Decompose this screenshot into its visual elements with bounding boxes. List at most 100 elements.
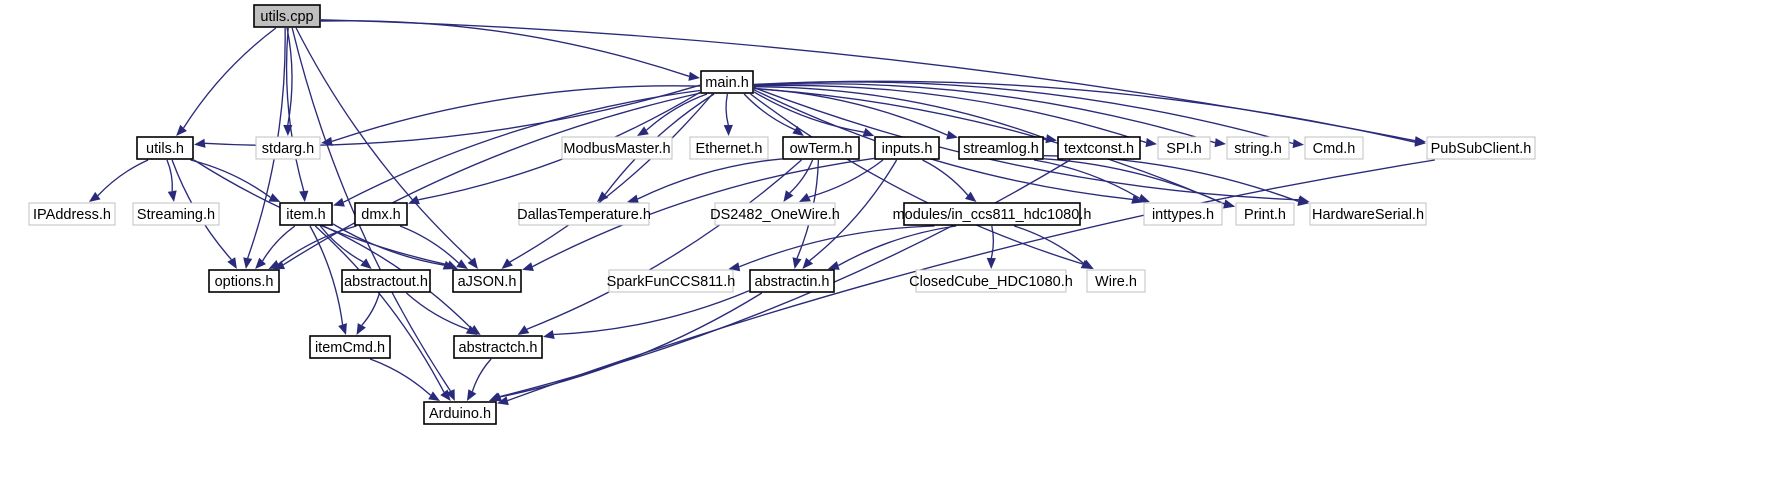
edge-arrowhead <box>88 191 101 202</box>
graph-node-abstractin-h[interactable]: abstractin.h <box>749 269 835 293</box>
edge-arrowhead <box>360 258 372 269</box>
graph-node-abstractout-h[interactable]: abstractout.h <box>341 269 431 293</box>
node-box[interactable] <box>1226 136 1290 160</box>
node-box[interactable] <box>700 70 754 94</box>
graph-node-arduino-h[interactable]: Arduino.h <box>423 401 497 425</box>
graph-node-ajson-h[interactable]: aJSON.h <box>452 269 522 293</box>
node-box[interactable] <box>453 335 543 359</box>
node-box[interactable] <box>561 136 673 160</box>
edge-arrowhead <box>1081 259 1094 269</box>
graph-node-itemcmd-h[interactable]: itemCmd.h <box>309 335 391 359</box>
graph-node-cmd-h[interactable]: Cmd.h <box>1304 136 1364 160</box>
node-box[interactable] <box>782 136 860 160</box>
edge-arrowhead <box>543 330 555 339</box>
dependency-edge <box>309 225 344 325</box>
dependency-edge <box>808 159 884 198</box>
graph-node-sparkfun-h[interactable]: SparkFunCCS811.h <box>607 269 736 293</box>
graph-node-closedcube-h[interactable]: ClosedCube_HDC1080.h <box>909 269 1073 293</box>
edge-arrowhead <box>946 130 958 140</box>
edge-arrowhead <box>299 190 309 202</box>
edge-arrowhead <box>723 124 733 136</box>
node-box[interactable] <box>1057 136 1141 160</box>
graph-node-hwserial-h[interactable]: HardwareSerial.h <box>1309 202 1427 226</box>
edge-arrowhead <box>986 257 996 269</box>
graph-node-pubsub-h[interactable]: PubSubClient.h <box>1426 136 1536 160</box>
node-box[interactable] <box>903 202 1081 226</box>
node-box[interactable] <box>452 269 522 293</box>
edge-arrowhead <box>194 138 206 148</box>
node-box[interactable] <box>1426 136 1536 160</box>
node-box[interactable] <box>423 401 497 425</box>
dependency-edge <box>789 159 814 194</box>
node-box[interactable] <box>915 269 1067 293</box>
edge-arrowhead <box>268 260 281 269</box>
dependency-edge <box>277 225 357 265</box>
graph-node-ds2482-h[interactable]: DS2482_OneWire.h <box>710 202 840 226</box>
node-box[interactable] <box>1304 136 1364 160</box>
node-box[interactable] <box>1235 202 1295 226</box>
graph-node-ethernet-h[interactable]: Ethernet.h <box>689 136 769 160</box>
dependency-edge <box>753 84 1147 144</box>
graph-node-streaming-h[interactable]: Streaming.h <box>132 202 220 226</box>
graph-node-inputs-h[interactable]: inputs.h <box>874 136 940 160</box>
graph-node-dallas-h[interactable]: DallasTemperature.h <box>517 202 651 226</box>
graph-node-utils-cpp[interactable]: utils.cpp <box>253 4 321 28</box>
dependency-edge <box>753 87 1225 205</box>
node-box[interactable] <box>309 335 391 359</box>
graph-node-streamlog-h[interactable]: streamlog.h <box>958 136 1044 160</box>
graph-node-inttypes-h[interactable]: inttypes.h <box>1143 202 1223 226</box>
node-box[interactable] <box>208 269 280 293</box>
node-box[interactable] <box>136 136 194 160</box>
edge-arrowhead <box>497 396 509 406</box>
node-box[interactable] <box>341 269 431 293</box>
dependency-edge <box>166 159 174 192</box>
node-box[interactable] <box>518 202 650 226</box>
node-box[interactable] <box>279 202 333 226</box>
node-box[interactable] <box>689 136 769 160</box>
graph-node-item-h[interactable]: item.h <box>279 202 333 226</box>
graph-node-print-h[interactable]: Print.h <box>1235 202 1295 226</box>
node-box[interactable] <box>608 269 734 293</box>
graph-node-utils-h[interactable]: utils.h <box>136 136 194 160</box>
dependency-edge <box>753 80 1416 143</box>
node-box[interactable] <box>1157 136 1211 160</box>
node-box[interactable] <box>253 4 321 28</box>
graph-node-string-h[interactable]: string.h <box>1226 136 1290 160</box>
graph-node-wire-h[interactable]: Wire.h <box>1086 269 1146 293</box>
graph-node-options-h[interactable]: options.h <box>208 269 280 293</box>
dependency-edge <box>1013 225 1085 265</box>
node-box[interactable] <box>714 202 836 226</box>
dependency-edge <box>369 358 432 396</box>
node-box[interactable] <box>1143 202 1223 226</box>
graph-node-main-h[interactable]: main.h <box>700 70 754 94</box>
dependency-edge <box>553 290 750 336</box>
node-box[interactable] <box>132 202 220 226</box>
graph-node-modbus-h[interactable]: ModbusMaster.h <box>561 136 673 160</box>
graph-node-abstractch-h[interactable]: abstractch.h <box>453 335 543 359</box>
edge-arrowhead <box>465 325 478 335</box>
graph-node-owterm-h[interactable]: owTerm.h <box>782 136 860 160</box>
node-box[interactable] <box>354 202 408 226</box>
graph-node-textconst-h[interactable]: textconst.h <box>1057 136 1141 160</box>
dependency-edge <box>295 27 472 261</box>
graph-node-ipaddress-h[interactable]: IPAddress.h <box>28 202 116 226</box>
graph-node-spi-h[interactable]: SPI.h <box>1157 136 1211 160</box>
node-box[interactable] <box>874 136 940 160</box>
graph-node-stdarg-h[interactable]: stdarg.h <box>255 136 321 160</box>
node-box[interactable] <box>1309 202 1427 226</box>
dependency-edge <box>753 91 865 133</box>
edge-arrowhead <box>501 258 513 269</box>
dependency-edge <box>743 93 796 131</box>
dependency-edge <box>922 159 969 196</box>
edge-arrowhead <box>965 191 977 202</box>
node-box[interactable] <box>958 136 1044 160</box>
graph-node-dmx-h[interactable]: dmx.h <box>354 202 408 226</box>
edge-arrowhead <box>1223 199 1235 209</box>
node-box[interactable] <box>749 269 835 293</box>
dependency-edge <box>809 159 898 262</box>
node-box[interactable] <box>255 136 321 160</box>
dependency-edge <box>320 19 1416 142</box>
graph-node-ccs811mod-h[interactable]: modules/in_ccs811_hdc1080.h <box>893 202 1092 226</box>
node-box[interactable] <box>28 202 116 226</box>
node-box[interactable] <box>1086 269 1146 293</box>
